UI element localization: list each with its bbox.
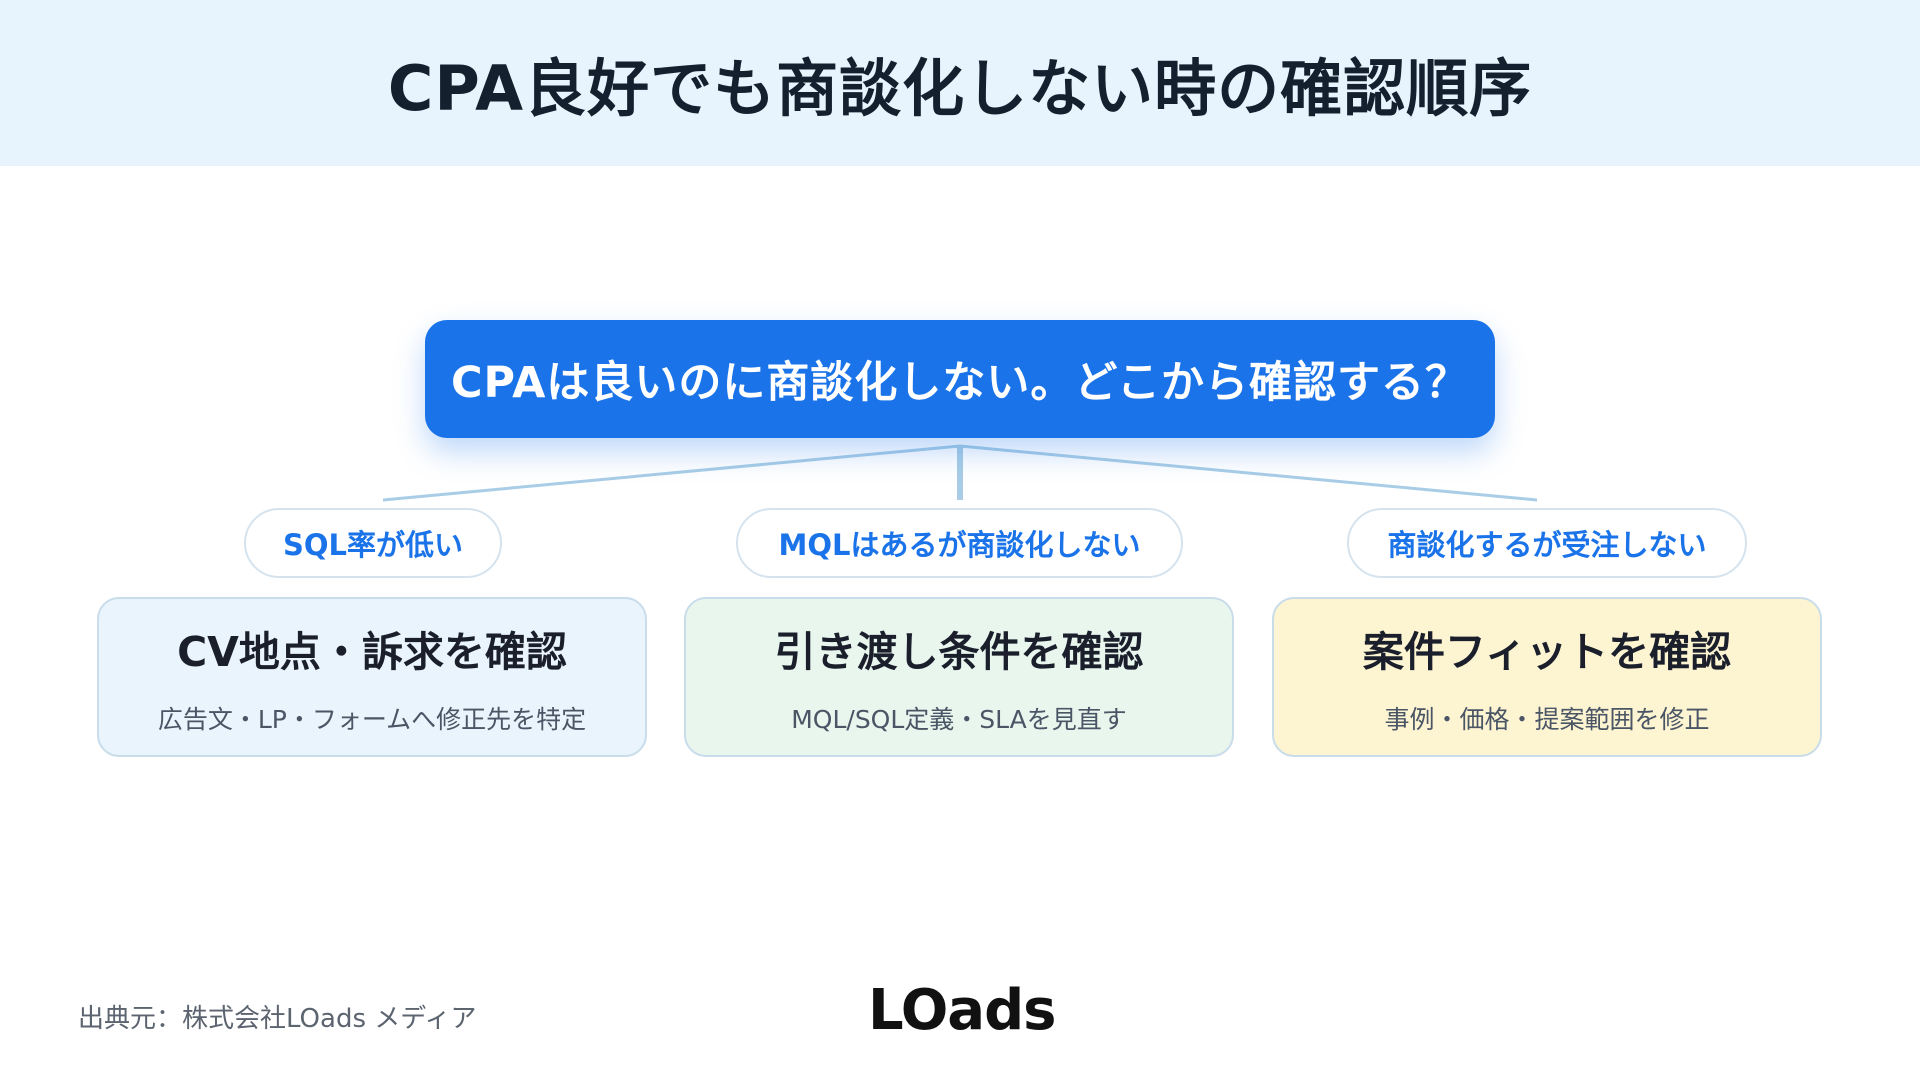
branch-card-cv: CV地点・訴求を確認 広告文・LP・フォームへ修正先を特定 [97,597,647,757]
card-title: CV地点・訴求を確認 [177,628,567,676]
header-band: CPA良好でも商談化しない時の確認順序 [0,0,1920,166]
card-title: 引き渡し条件を確認 [774,628,1144,676]
brand-logo: LOads [868,978,1056,1043]
connector-right [959,444,1538,502]
branch-pill-mql: MQLはあるが商談化しない [736,508,1183,578]
question-text: CPAは良いのに商談化しない。どこから確認する？ [450,358,1470,408]
card-desc: 広告文・LP・フォームへ修正先を特定 [157,705,587,734]
card-desc: MQL/SQL定義・SLAを見直す [791,705,1127,734]
branch-card-handoff: 引き渡し条件を確認 MQL/SQL定義・SLAを見直す [684,597,1234,757]
branch-card-fit: 案件フィットを確認 事例・価格・提案範囲を修正 [1272,597,1822,757]
branch-pill-order: 商談化するが受注しない [1347,508,1747,578]
card-desc: 事例・価格・提案範囲を修正 [1384,705,1710,734]
connector-left [382,444,961,502]
source-credit: 出典元：株式会社LOads メディア [78,1004,477,1034]
branch-pill-sql-rate: SQL率が低い [244,508,502,578]
card-title: 案件フィットを確認 [1362,628,1732,676]
question-box: CPAは良いのに商談化しない。どこから確認する？ [425,320,1495,438]
page-title: CPA良好でも商談化しない時の確認順序 [387,52,1533,125]
